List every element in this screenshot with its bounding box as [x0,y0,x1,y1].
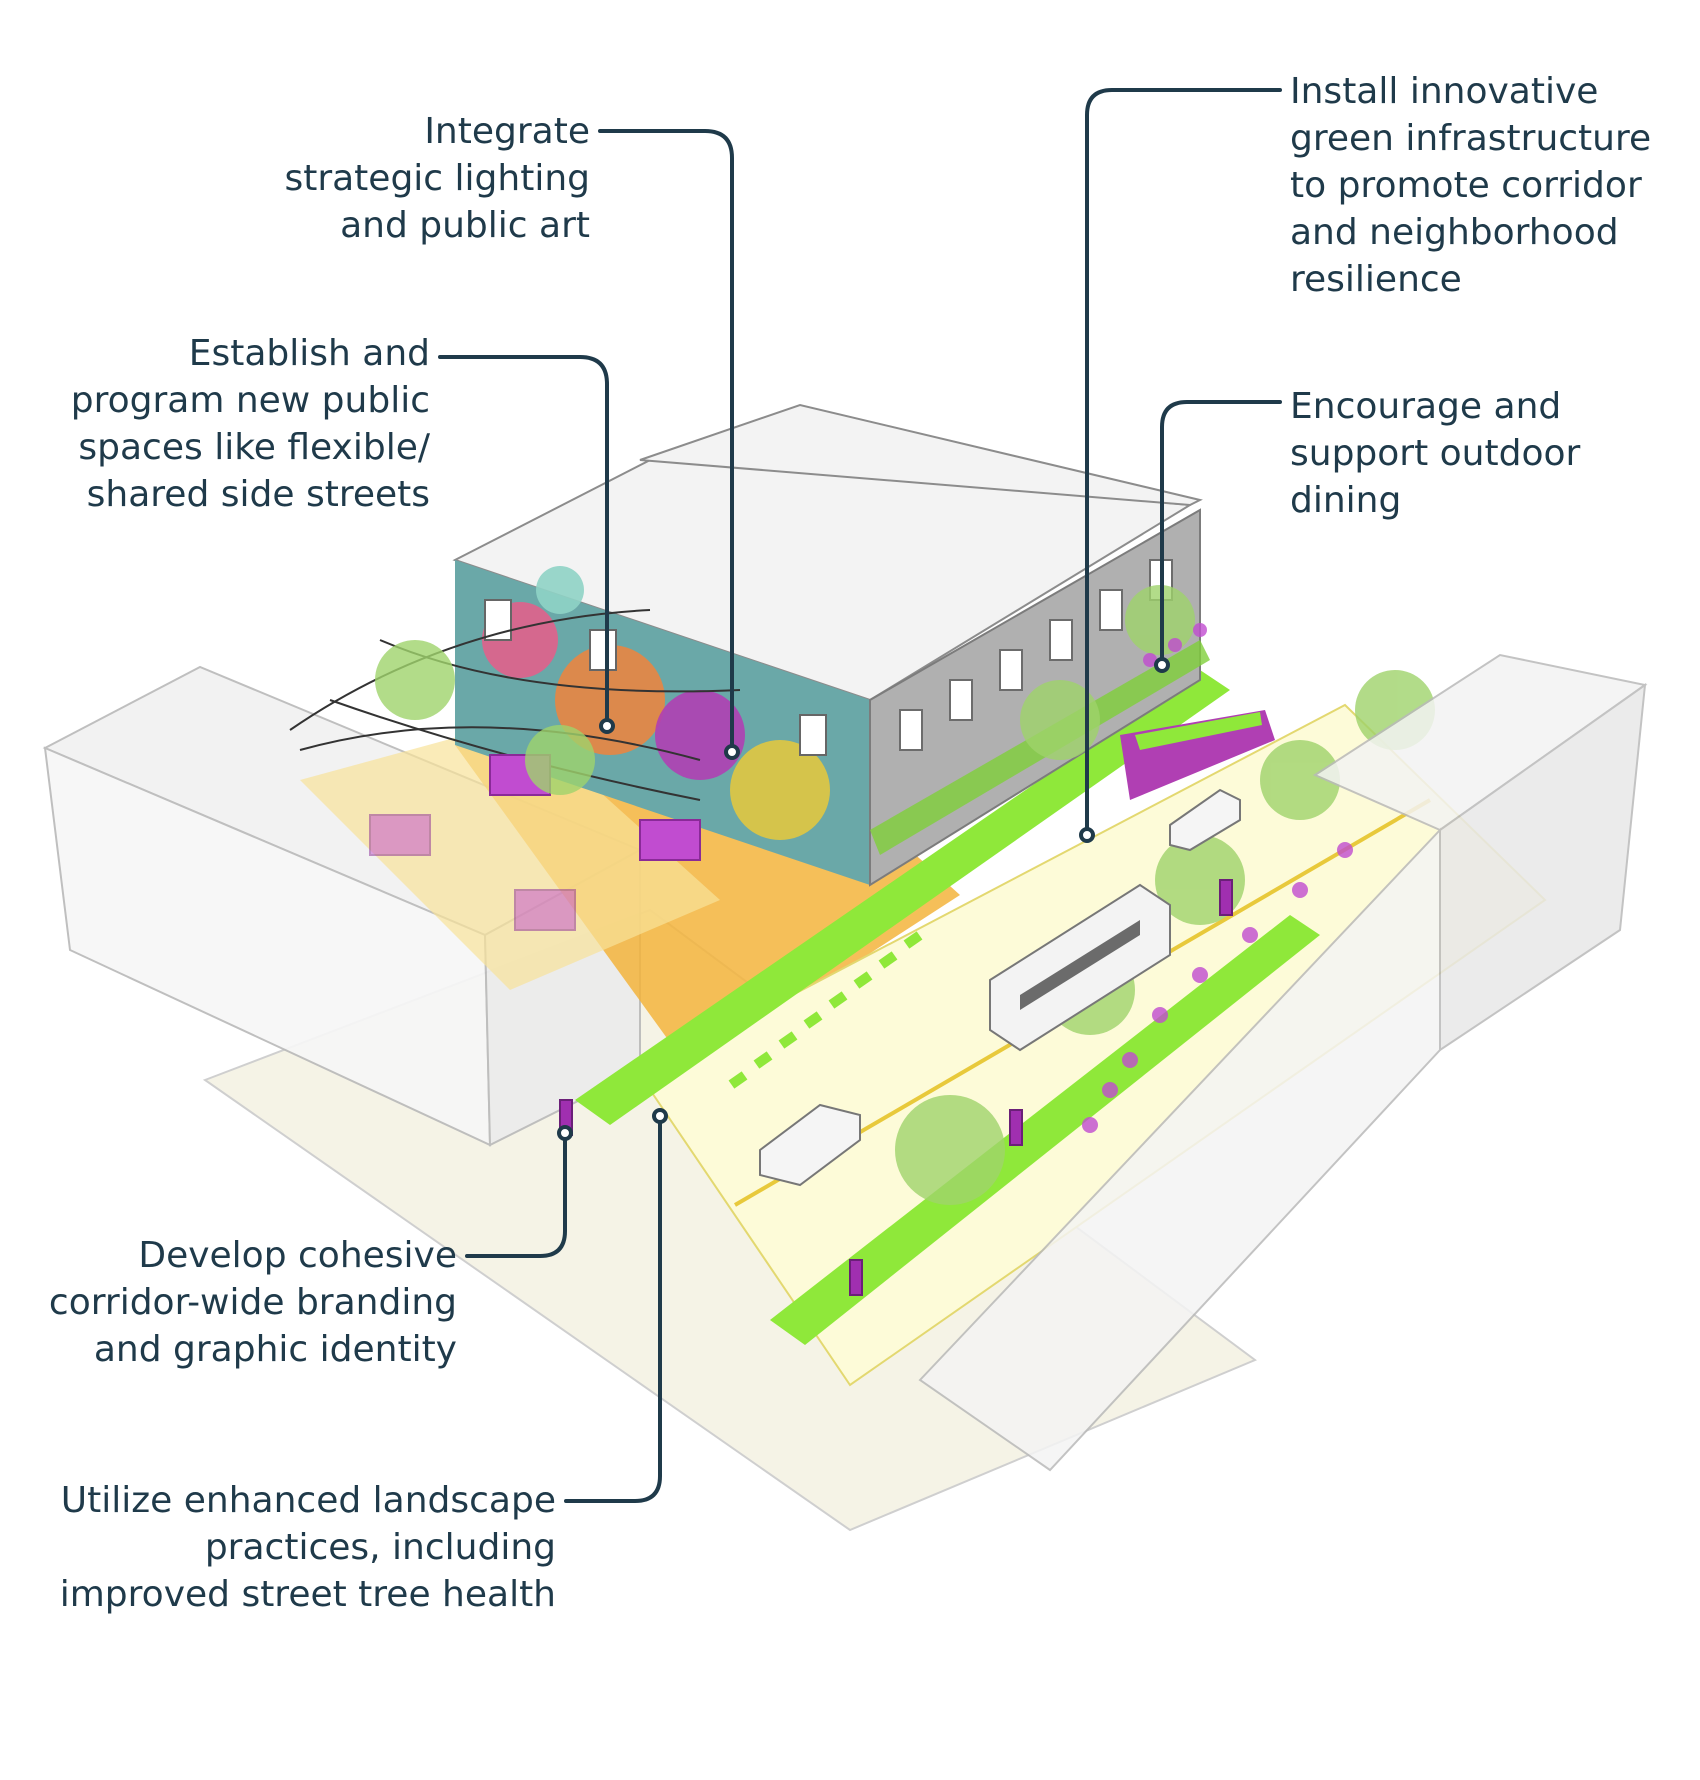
leader-dot-lighting [724,744,740,760]
bike-lane-left [575,670,1230,1125]
parklet [1120,710,1275,800]
leader-dot-landscape [652,1108,668,1124]
leader-dot-branding [557,1125,573,1141]
callout-outdoor-dining: Encourage and support outdoor dining [1290,386,1581,521]
leader-line-landscape [564,1114,662,1503]
outdoor-dining-tables [1082,623,1353,1133]
leader-line-branding [465,1131,567,1258]
cars [759,788,1241,1187]
leader-dot-public-spaces [599,718,615,734]
plaza-light [300,720,720,990]
callout-public-spaces: Establish and program new public spaces … [70,333,430,515]
callout-green-infrastructure: Install innovative green infrastructure … [1290,71,1652,300]
leader-line-dining [1160,400,1282,667]
leader-line-green-infra [1085,88,1282,837]
callout-landscape: Utilize enhanced landscape practices, in… [59,1480,556,1615]
translucent-building-right [918,653,1648,1472]
callout-lighting-art: Integrate strategic lighting and public … [284,111,590,246]
crosswalk [728,931,923,1089]
leader-line-public-spaces [438,355,609,728]
bus [989,883,1171,1052]
leader-line-lighting [598,129,734,754]
bike-lane-right [770,915,1320,1345]
leader-dot-dining [1154,657,1170,673]
leader-dot-green-infra [1079,827,1095,843]
mural-building [452,453,1194,885]
callout-branding: Develop cohesive corridor-wide branding … [48,1235,457,1370]
